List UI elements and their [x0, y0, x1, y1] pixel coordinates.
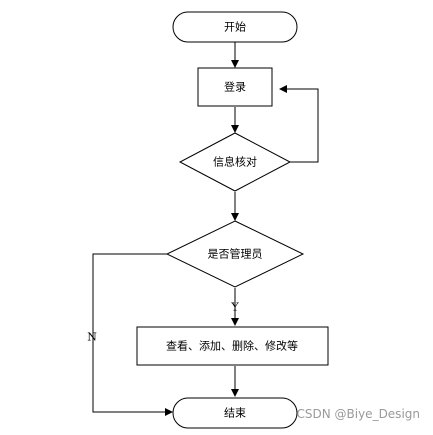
- admin-decision: [165, 220, 305, 288]
- end-terminator: [172, 397, 298, 429]
- start-label: 开始: [224, 20, 246, 34]
- actions-label: 查看、添加、删除、修改等: [166, 339, 298, 353]
- verify-decision: [178, 132, 292, 192]
- admin-label: 是否管理员: [208, 247, 263, 261]
- yes-edge-label: Y: [230, 301, 239, 314]
- edge-verify-loop-to-login: [279, 85, 319, 163]
- end-label: 结束: [224, 407, 246, 420]
- edge-admin-no-to-end: [92, 253, 173, 416]
- login-label: 登录: [224, 80, 246, 94]
- login-process: [197, 67, 273, 107]
- actions-process: [136, 326, 329, 366]
- start-terminator: [172, 11, 298, 43]
- watermark: CSDN @Biye_Design: [296, 407, 420, 421]
- verify-label: 信息核对: [213, 155, 257, 169]
- no-edge-label: N: [87, 331, 97, 344]
